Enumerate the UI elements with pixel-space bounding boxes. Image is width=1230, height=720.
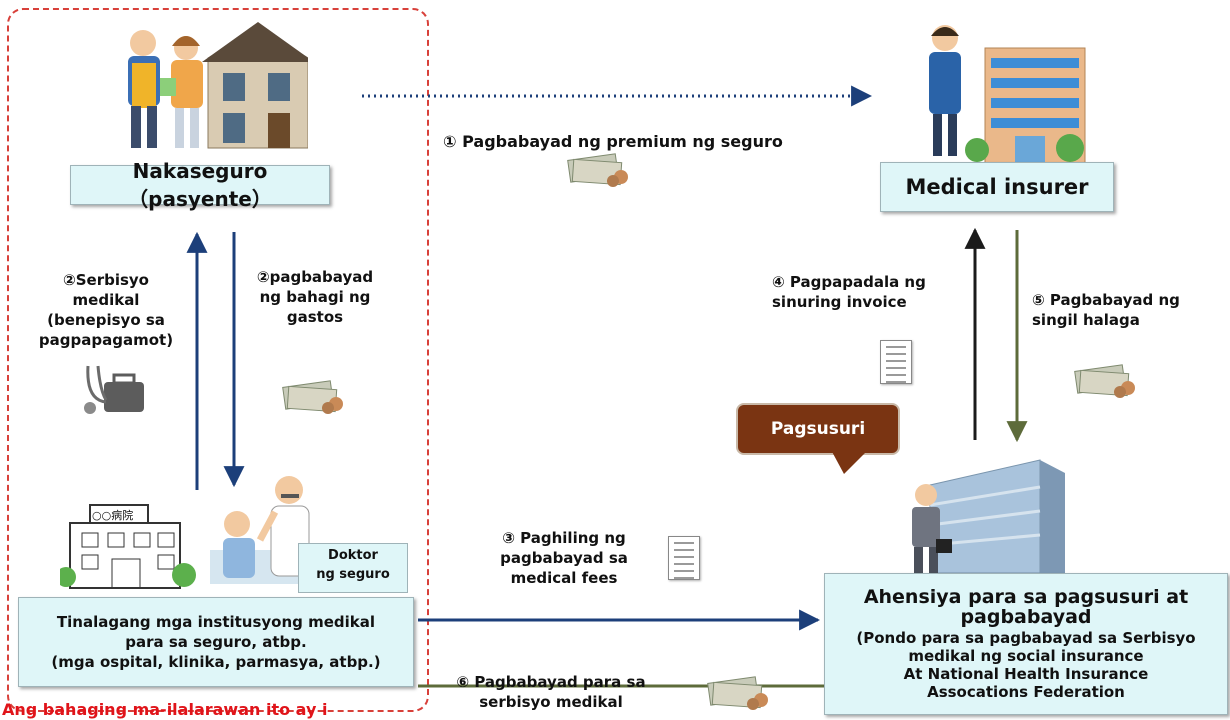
insurer-label: Medical insurer: [905, 175, 1089, 199]
step-2-service-label: ②Serbisyo medikal (benepisyo sa pagpapag…: [38, 271, 174, 349]
insurer-box: Medical insurer: [880, 162, 1114, 212]
institution-box: Tinalagang mga institusyong medikal para…: [18, 597, 414, 687]
money-icon: [707, 676, 768, 710]
step-1-label: ① Pagbabayad ng premium ng seguro: [443, 132, 783, 151]
money-icon: [282, 380, 343, 414]
document-icon: [880, 340, 912, 384]
patient-label: Nakaseguro（pasyente）: [128, 158, 272, 211]
money-icon: [567, 153, 628, 187]
frame-note: Ang bahaging ma-ilalarawan ito ay i: [2, 700, 328, 719]
insurer-illustration: [929, 25, 1086, 164]
step-6-label: ⑥ Pagbabayad para sa serbisyo medikal: [456, 673, 646, 711]
agency-illustration: [912, 459, 1065, 574]
family-house-illustration: [128, 22, 308, 149]
step-4-label: ④ Pagpapadala ng sinuring invoice: [772, 273, 926, 311]
review-callout: Pagsusuri: [736, 403, 900, 455]
agency-box: Ahensiya para sa pagsusuri at pagbabayad…: [824, 573, 1228, 715]
step-3-label: ③ Paghiling ng pagbabayad sa medical fee…: [500, 529, 628, 587]
patient-box: Nakaseguro（pasyente）: [70, 159, 330, 211]
doctor-label: Doktor ng seguro: [298, 543, 408, 593]
institution-line: (mga ospital, klinika, parmasya, atbp.): [51, 653, 381, 671]
money-icon: [1074, 364, 1135, 398]
institution-line: Tinalagang mga institusyong medikal: [56, 613, 376, 631]
callout-tail: [830, 448, 870, 474]
document-icon: [668, 536, 700, 580]
institution-line: para sa seguro, atbp.: [125, 633, 307, 651]
hospital-sign: ○○病院: [92, 509, 134, 522]
stethoscope-bag-icon: [84, 365, 144, 414]
agency-subtitle: (Pondo para sa pagbabayad sa Serbisyo me…: [856, 629, 1196, 701]
step-5-label: ⑤ Pagbabayad ng singil halaga: [1032, 291, 1180, 329]
patient-side-frame: [7, 8, 429, 712]
agency-title: Ahensiya para sa pagsusuri at pagbabayad: [863, 586, 1189, 628]
hospital-illustration: [60, 504, 196, 589]
step-2-copay-label: ②pagbabayad ng bahagi ng gastos: [256, 268, 374, 326]
